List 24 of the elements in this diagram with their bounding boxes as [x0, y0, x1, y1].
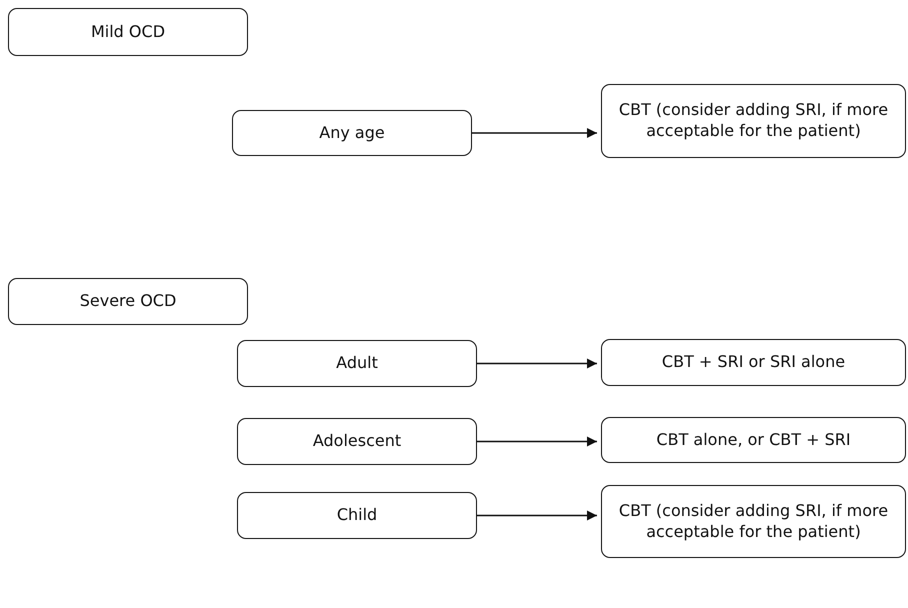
- arrow: [472, 128, 597, 138]
- rounded-box: [601, 339, 906, 386]
- box-label: Adolescent: [312, 431, 402, 452]
- arrow: [477, 510, 597, 520]
- box-label: Severe OCD: [78, 291, 178, 312]
- rounded-box: [8, 278, 248, 325]
- rounded-box: [8, 8, 248, 56]
- box-label: Any age: [318, 122, 386, 144]
- box-label: CBT + SRI or SRI alone: [660, 352, 846, 373]
- rounded-box: [232, 110, 472, 156]
- rounded-box: [237, 418, 477, 465]
- arrow: [477, 436, 597, 446]
- box-label: CBT (consider adding SRI, if more acceptable for the patient): [618, 500, 890, 542]
- rounded-box: [601, 417, 906, 463]
- box-label: CBT alone, or CBT + SRI: [655, 430, 852, 450]
- rounded-box: [601, 485, 906, 558]
- box-label: Adult: [335, 353, 379, 374]
- box-label: Mild OCD: [90, 22, 166, 42]
- box-label: CBT (consider adding SRI, if more acceptable for the patient): [618, 100, 890, 142]
- rounded-box: [601, 84, 906, 158]
- box-label: Child: [336, 505, 378, 526]
- rounded-box: [237, 340, 477, 387]
- arrow: [477, 358, 597, 368]
- rounded-box: [237, 492, 477, 539]
